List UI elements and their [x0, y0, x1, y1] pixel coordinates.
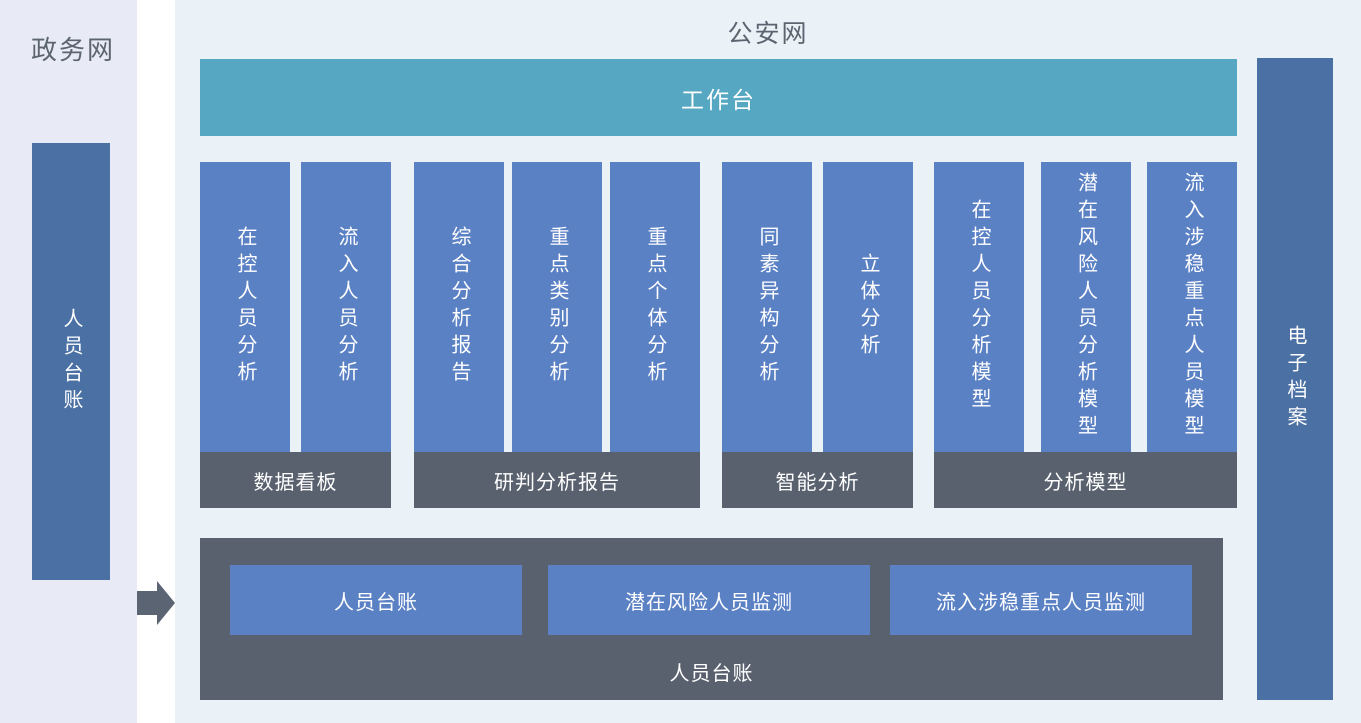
- module-group: 在控人员分析 流入人员分析数据看板: [200, 162, 391, 508]
- module-bar-label: 在控人员分析: [234, 226, 256, 388]
- module-group: 综合分析报告 重点类别分析 重点个体分析研判分析报告: [414, 162, 700, 508]
- ledger-button: 潜在风险人员监测: [548, 565, 870, 635]
- gov-network-panel: 政务网 人员台账: [0, 0, 137, 723]
- module-group-footer: 研判分析报告: [414, 452, 700, 508]
- module-bar: 流入涉稳重点人员模型: [1147, 162, 1237, 452]
- electronic-archive-label: 电子档案: [1284, 325, 1306, 433]
- module-bar: 综合分析报告: [414, 162, 504, 452]
- module-bar: 潜在风险人员分析模型: [1040, 162, 1131, 452]
- module-bar-label: 同素异构分析: [756, 226, 778, 388]
- module-bar: 在控人员分析模型: [934, 162, 1024, 452]
- workbench-label: 工作台: [681, 86, 756, 113]
- module-group-footer: 智能分析: [722, 452, 913, 508]
- module-bar-label: 立体分析: [857, 253, 879, 361]
- module-bar-label: 流入涉稳重点人员模型: [1181, 172, 1203, 442]
- module-bar-label: 重点个体分析: [644, 226, 666, 388]
- module-bars-row: 同素异构分析 立体分析: [722, 162, 913, 452]
- module-group: 在控人员分析模型 潜在风险人员分析模型 流入涉稳重点人员模型分析模型: [934, 162, 1237, 508]
- gov-network-label: 政务网: [31, 35, 116, 65]
- module-bar: 重点个体分析: [610, 162, 700, 452]
- right-arrow-icon: [137, 581, 175, 625]
- module-bar-label: 综合分析报告: [448, 226, 470, 388]
- module-bar-label: 潜在风险人员分析模型: [1074, 172, 1097, 442]
- module-group: 同素异构分析 立体分析智能分析: [722, 162, 913, 508]
- module-bar: 在控人员分析: [200, 162, 290, 452]
- personnel-ledger-box: 人员台账潜在风险人员监测流入涉稳重点人员监测 人员台账: [200, 538, 1223, 700]
- module-bars-row: 在控人员分析 流入人员分析: [200, 162, 391, 452]
- module-group-footer: 数据看板: [200, 452, 391, 508]
- module-bars-row: 在控人员分析模型 潜在风险人员分析模型 流入涉稳重点人员模型: [934, 162, 1237, 452]
- police-network-label: 公安网: [727, 20, 809, 48]
- ledger-box-caption: 人员台账: [669, 663, 754, 685]
- electronic-archive-bar: 电子档案: [1257, 58, 1333, 700]
- personnel-ledger-source-bar: 人员台账: [32, 143, 110, 580]
- personnel-ledger-source-label: 人员台账: [60, 307, 82, 416]
- module-group-footer: 分析模型: [934, 452, 1237, 508]
- module-bar: 立体分析: [823, 162, 913, 452]
- module-bars-row: 综合分析报告 重点类别分析 重点个体分析: [414, 162, 700, 452]
- workbench-bar: 工作台: [200, 59, 1237, 136]
- module-bar-label: 重点类别分析: [546, 226, 568, 388]
- module-bar: 同素异构分析: [722, 162, 812, 452]
- ledger-button: 流入涉稳重点人员监测: [890, 565, 1192, 635]
- module-bar-label: 在控人员分析模型: [968, 199, 990, 415]
- police-network-panel: 公安网 工作台 在控人员分析 流入人员分析数据看板 综合分析报告 重点类别分析 重点个体…: [175, 0, 1361, 723]
- ledger-button: 人员台账: [230, 565, 522, 635]
- module-bar-label: 流入人员分析: [335, 226, 357, 388]
- module-bar: 重点类别分析: [512, 162, 602, 452]
- module-bar: 流入人员分析: [301, 162, 391, 452]
